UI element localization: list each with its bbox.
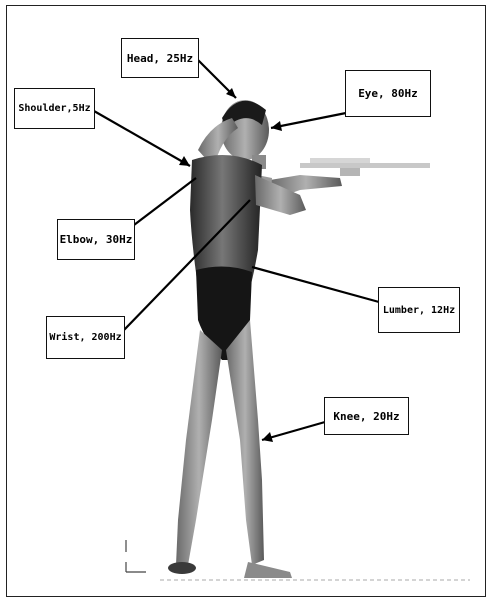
elbow-leader-line	[134, 178, 196, 225]
lumber-leader-line	[252, 267, 379, 302]
torso	[190, 155, 262, 360]
wrist-label: Wrist, 200Hz	[46, 316, 125, 359]
knee-label: Knee, 20Hz	[324, 397, 409, 435]
lumber-label: Lumber, 12Hz	[378, 287, 460, 333]
eye-label: Eye, 80Hz	[345, 70, 431, 117]
shoulder-label: Shoulder,5Hz	[14, 88, 95, 129]
eye-arrowhead	[271, 121, 282, 131]
head-label: Head, 25Hz	[121, 38, 199, 78]
eye-leader-line	[271, 113, 346, 128]
shoulder-leader-line	[94, 111, 190, 166]
axis-marks	[126, 540, 146, 572]
legs	[168, 320, 292, 578]
rifle	[300, 158, 430, 176]
elbow-label: Elbow, 30Hz	[57, 219, 135, 260]
